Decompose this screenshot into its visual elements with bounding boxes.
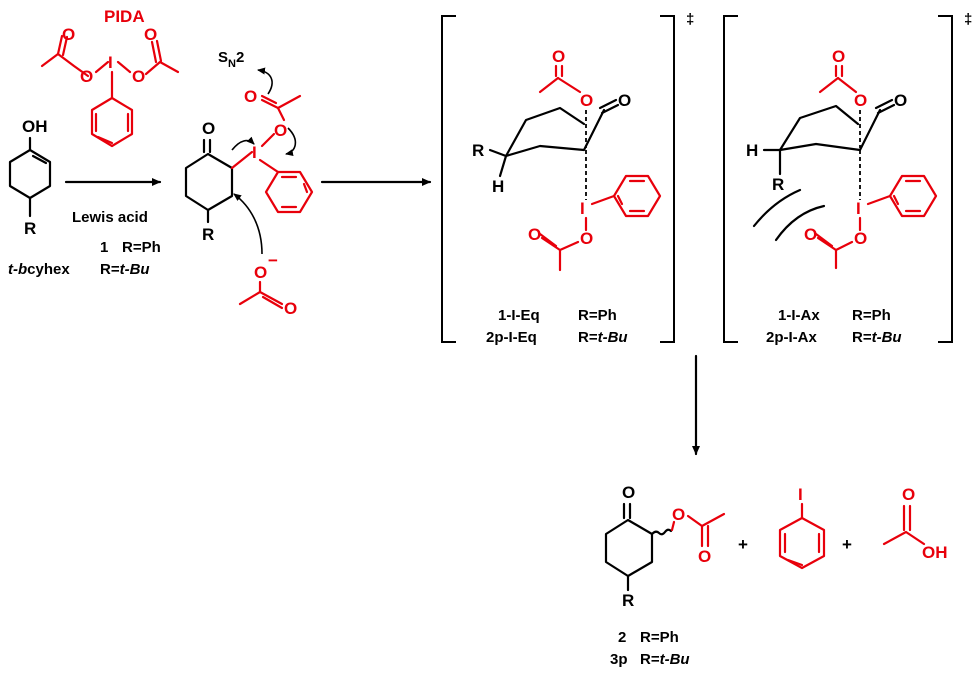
- plus-sign: +: [842, 535, 852, 554]
- atom-o: O: [284, 299, 297, 318]
- atom-o: O: [902, 485, 915, 504]
- product-iodobenzene: I: [778, 485, 826, 570]
- dagger: ‡: [686, 11, 694, 28]
- pida-label: PIDA: [104, 7, 145, 26]
- iodane-intermediate: O R I O O: [184, 87, 314, 244]
- dagger: ‡: [964, 11, 972, 28]
- product-r-2: R=t-Bu: [640, 651, 690, 668]
- substrate-labels: 1 R=Ph t-bcyhex R=t-Bu: [8, 239, 161, 278]
- label-tbcyhex: t-bcyhex: [8, 261, 70, 278]
- ts-eq-r-2: R=t-Bu: [578, 329, 628, 346]
- atom-i: I: [856, 199, 861, 218]
- atom-oh: OH: [22, 117, 48, 136]
- atom-o: O: [832, 47, 845, 66]
- ts-ax-id-2: 2p-I-Ax: [766, 329, 817, 346]
- atom-o: O: [144, 25, 157, 44]
- product-ketone: O R O O: [604, 483, 726, 610]
- curved-arrow: [231, 136, 255, 151]
- atom-o: O: [80, 67, 93, 86]
- atom-h: H: [746, 141, 758, 160]
- label-tbcyhex-r: R=t-Bu: [100, 261, 150, 278]
- atom-o: O: [672, 505, 685, 524]
- atom-o: O: [552, 47, 565, 66]
- atom-r: R: [622, 591, 634, 610]
- ts-eq-r-1: R=Ph: [578, 307, 617, 324]
- atom-o: O: [254, 263, 267, 282]
- atom-o: O: [244, 87, 257, 106]
- curved-arrow: [233, 193, 263, 255]
- substrate-enol: OH R: [8, 117, 52, 238]
- curved-arrow: [285, 127, 297, 157]
- product-r-1: R=Ph: [640, 629, 679, 646]
- atom-o: O: [580, 91, 593, 110]
- atom-o: O: [804, 225, 817, 244]
- atom-o: O: [528, 225, 541, 244]
- conditions-label: Lewis acid: [72, 209, 148, 226]
- atom-i: I: [252, 143, 257, 162]
- product-acetic-acid: O OH: [882, 485, 948, 562]
- atom-i: I: [108, 53, 113, 72]
- atom-r: R: [772, 175, 784, 194]
- atom-o: O: [618, 91, 631, 110]
- ts-equatorial: ‡ O O O R H I O O 1-I-Eq R=Ph 2: [441, 11, 694, 346]
- plus-sign: +: [738, 535, 748, 554]
- atom-r: R: [202, 225, 214, 244]
- product-id-2: 3p: [610, 651, 628, 668]
- atom-r: R: [472, 141, 484, 160]
- atom-o: O: [580, 229, 593, 248]
- atom-o: O: [62, 25, 75, 44]
- atom-o: O: [274, 121, 287, 140]
- minus-sign: −: [268, 251, 278, 270]
- atom-oh: OH: [922, 543, 948, 562]
- label-1-id: 1: [100, 239, 108, 256]
- ts-ax-r-2: R=t-Bu: [852, 329, 902, 346]
- sn2-label: SN2: [218, 49, 244, 70]
- atom-h: H: [492, 177, 504, 196]
- atom-o: O: [854, 229, 867, 248]
- pida-reagent: PIDA O O I O O: [40, 7, 180, 148]
- atom-o: O: [622, 483, 635, 502]
- atom-o: O: [854, 91, 867, 110]
- atom-r: R: [24, 219, 36, 238]
- atom-o: O: [202, 119, 215, 138]
- ts-eq-id-2: 2p-I-Eq: [486, 329, 537, 346]
- product-id-1: 2: [618, 629, 626, 646]
- atom-o: O: [894, 91, 907, 110]
- atom-o: O: [698, 547, 711, 566]
- label-1-r: R=Ph: [122, 239, 161, 256]
- ts-eq-id-1: 1-I-Eq: [498, 307, 540, 324]
- ts-ax-r-1: R=Ph: [852, 307, 891, 324]
- ts-axial: ‡ O O O H R I O O 1-I-Ax: [723, 11, 972, 346]
- atom-o: O: [132, 67, 145, 86]
- atom-i: I: [580, 199, 585, 218]
- ts-ax-id-1: 1-I-Ax: [778, 307, 820, 324]
- atom-i: I: [798, 485, 803, 504]
- curved-arrow: [257, 67, 273, 95]
- acetate-anion: O − O: [238, 251, 297, 318]
